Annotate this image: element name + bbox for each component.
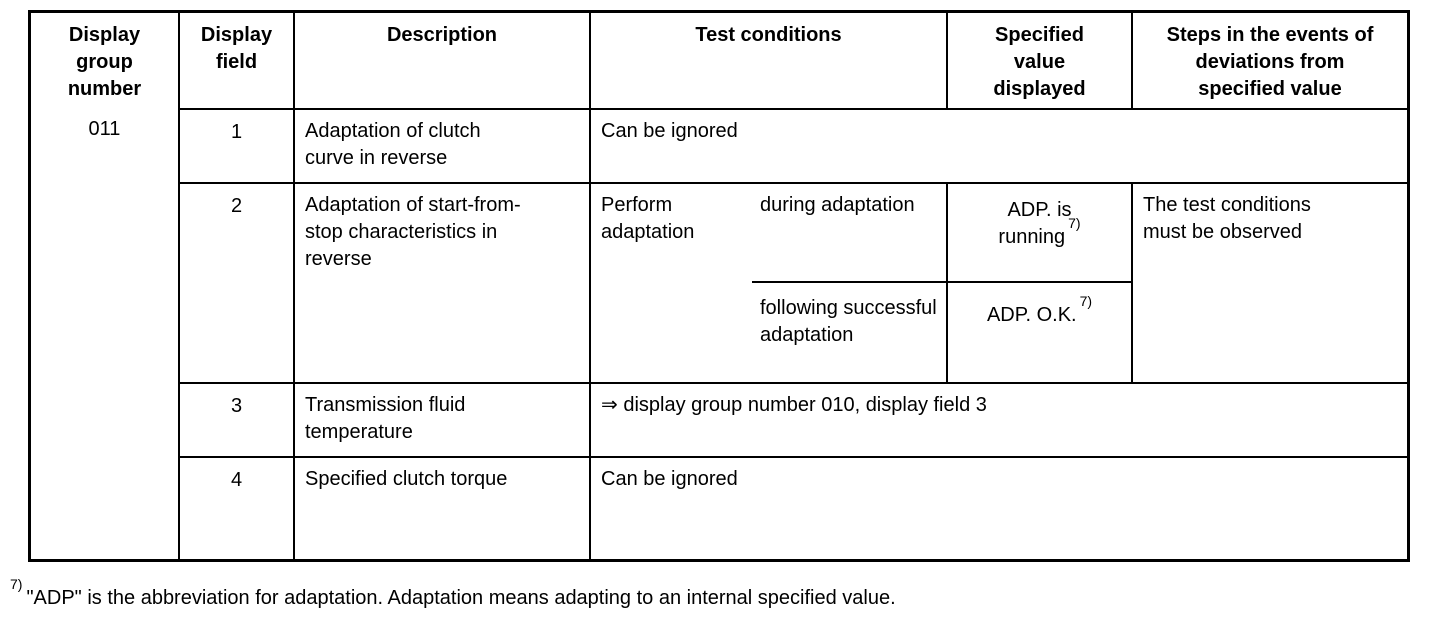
footnote-ref-marker: 7) bbox=[1068, 215, 1081, 232]
row3-display-field: 3 bbox=[180, 384, 295, 458]
row2-display-field: 2 bbox=[180, 184, 295, 384]
column-display-group-number: Display group number 011 bbox=[31, 13, 180, 559]
row2-condition-following: following successful adaptation bbox=[760, 297, 937, 346]
row4-description: Specified clutch torque bbox=[295, 458, 591, 559]
row2-specified-value-following: ADP. O.K.7) bbox=[948, 283, 1133, 384]
col-header-description: Description bbox=[295, 13, 591, 110]
footnote-text: "ADP" is the abbreviation for adaptation… bbox=[26, 587, 896, 609]
footnote-ref: 7) bbox=[10, 576, 23, 593]
footnote: 7)"ADP" is the abbreviation for adaptati… bbox=[10, 577, 896, 612]
row1-display-field: 1 bbox=[180, 110, 295, 184]
col-header-specified-value: Specified value displayed bbox=[948, 13, 1133, 110]
row4-test-conditions: Can be ignored bbox=[601, 468, 738, 490]
row3-description: Transmission fluid temperature bbox=[295, 384, 591, 458]
col-header-steps: Steps in the events of deviations from s… bbox=[1133, 13, 1407, 110]
row2-test-condition-phases: during adaptation following successful a… bbox=[752, 184, 946, 382]
row2-test-conditions: Perform adaptation during adaptation fol… bbox=[591, 184, 948, 384]
row4-display-field: 4 bbox=[180, 458, 295, 559]
display-group-table: Display group number 011 Display field D… bbox=[28, 10, 1410, 562]
row2-description: Adaptation of start-from-stop characteri… bbox=[295, 184, 591, 384]
row1-description: Adaptation of clutch curve in reverse bbox=[295, 110, 591, 184]
row1-test-conditions: Can be ignored bbox=[591, 110, 1407, 184]
row3-test-conditions: ⇒ display group number 010, display fiel… bbox=[591, 384, 1407, 458]
col-header-display-field: Display field bbox=[180, 13, 295, 110]
display-group-number-value: 011 bbox=[88, 118, 121, 140]
row2-condition-during: during adaptation bbox=[752, 184, 946, 283]
row2-specified-value-during: ADP. is running7) bbox=[948, 184, 1133, 283]
row2-test-conditions-layout: Perform adaptation during adaptation fol… bbox=[591, 184, 946, 382]
specified-value-line1: ADP. is bbox=[1007, 199, 1072, 221]
footnote-ref-marker: 7) bbox=[1079, 293, 1093, 310]
specified-value-line2: running7) bbox=[998, 215, 1081, 248]
col-header-test-conditions: Test conditions bbox=[591, 13, 948, 110]
row2-test-condition-action: Perform adaptation bbox=[601, 194, 695, 243]
col-header-display-group-number: Display group number bbox=[67, 24, 142, 100]
row2-steps: The test conditions must be observed bbox=[1133, 184, 1407, 384]
